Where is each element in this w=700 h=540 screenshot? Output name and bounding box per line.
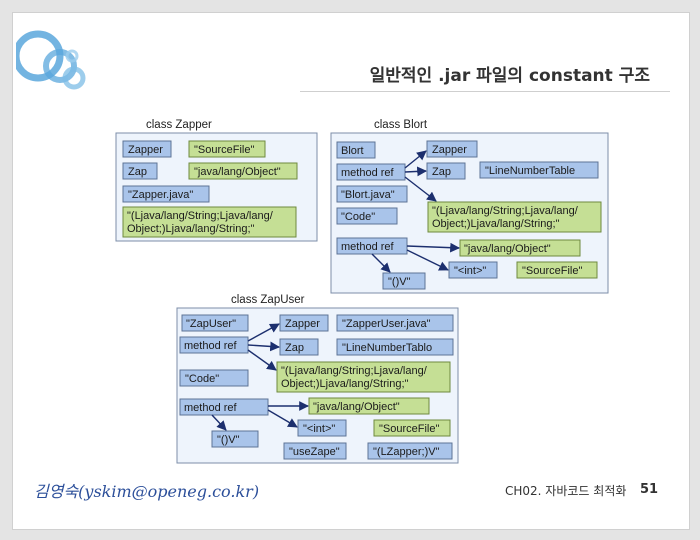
- blort-object-box: [459, 239, 581, 257]
- blort-linenumbertable-box: [479, 161, 599, 179]
- blort-java-box: [336, 185, 408, 203]
- zapperuser-java-box: [336, 314, 454, 332]
- blort-method-ref-2-label: method ref: [341, 241, 395, 253]
- zapuser-zap-box-label: Zap: [285, 342, 304, 354]
- author-signature: 김영숙(yskim@openeg.co.kr): [34, 482, 260, 501]
- zapper-java-box-label: "Zapper.java": [128, 189, 193, 201]
- blort-linenumbertable-label: "LineNumberTable: [485, 165, 575, 177]
- blort-void-box: [382, 272, 426, 290]
- object-box: [188, 162, 298, 180]
- zapuser-arrow-to-void: [211, 414, 227, 431]
- sourcefile-box: [188, 140, 266, 158]
- blort-arrow-to-zapper: [404, 150, 427, 169]
- zapuser-arrow-to-zapper: [247, 323, 280, 342]
- zapuser-zapper-box-label: Zapper: [285, 318, 320, 330]
- zapper-box: [122, 140, 172, 158]
- blort-void-box-label: "()V": [388, 276, 411, 288]
- zapuser-linenumbertable-label: "LineNumberTablo: [342, 342, 432, 354]
- zapuser-init-box-label: "<int>": [303, 423, 335, 435]
- blort-code-box: [336, 207, 398, 225]
- zapuser-code-box: [179, 369, 249, 387]
- usezap-box-label: "useZape": [289, 446, 340, 458]
- footer-chapter: CH02. 자바코드 최적화: [505, 484, 627, 498]
- blort-signature-box: [427, 201, 602, 233]
- zapuser-zap-box: [279, 338, 319, 356]
- blort-signature-line2: Object;)Ljava/lang/String;": [432, 218, 560, 230]
- blort-zapper-box: [426, 140, 478, 158]
- blort-zap-box-label: Zap: [432, 166, 451, 178]
- zapuser-arrow-to-init: [267, 409, 298, 428]
- zapuser-signature-box: [276, 361, 451, 393]
- zapuser-signature-line2: Object;)Ljava/lang/String;": [281, 378, 409, 390]
- zapuser-sourcefile-box-label: "SourceFile": [379, 423, 439, 435]
- signature-box: [122, 206, 297, 238]
- blort-arrow-to-signature: [404, 176, 437, 202]
- lzapper-box-label: "(LZapper;)V": [373, 446, 440, 458]
- class-blort-title: class Blort: [374, 119, 428, 131]
- zapuser-method-ref-1-label: method ref: [184, 340, 238, 352]
- usezap-box: [283, 442, 347, 460]
- zapuser-object-box-label: "java/lang/Object": [313, 401, 400, 413]
- blort-box-label: Blort: [341, 145, 364, 157]
- zap-box: [122, 162, 158, 180]
- blort-signature-line1: "(Ljava/lang/String;Ljava/lang/: [432, 205, 579, 217]
- lzapper-box: [367, 442, 453, 460]
- page-number: 51: [640, 482, 659, 497]
- title-divider: [300, 91, 670, 92]
- blort-zap-box: [426, 162, 466, 180]
- zapper-java-box: [122, 185, 210, 203]
- blort-box: [336, 141, 376, 159]
- blort-object-box-label: "java/lang/Object": [464, 243, 551, 255]
- blort-method-ref-1-label: method ref: [341, 167, 395, 179]
- blort-arrow-to-init: [406, 249, 449, 271]
- blort-sourcefile-box: [516, 261, 598, 279]
- zapuser-box: [181, 314, 249, 332]
- zapuser-method-ref-2: [179, 398, 269, 416]
- slide-title: 일반적인 .jar 파일의 constant 구조: [369, 66, 650, 86]
- zap-box-label: Zap: [128, 166, 147, 178]
- zapuser-void-box-label: "()V": [217, 434, 240, 446]
- blort-init-box-label: "<int>": [454, 265, 486, 277]
- zapuser-sourcefile-box: [373, 419, 451, 437]
- class-zapper-title: class Zapper: [146, 119, 212, 131]
- zapuser-box-label: "ZapUser": [186, 318, 236, 330]
- zapuser-arrow-to-signature: [247, 349, 277, 371]
- zapuser-signature-line1: "(Ljava/lang/String;Ljava/lang/: [281, 365, 428, 377]
- zapuser-void-box: [211, 430, 259, 448]
- signature-line1: "(Ljava/lang/String;Ljava/lang/: [127, 210, 274, 222]
- signature-line2: Object;)Ljava/lang/String;": [127, 223, 255, 235]
- zapperuser-java-box-label: "ZapperUser.java": [342, 318, 431, 330]
- blort-sourcefile-box-label: "SourceFile": [522, 265, 582, 277]
- blort-java-box-label: "Blort.java": [341, 189, 395, 201]
- zapper-box-label: Zapper: [128, 144, 163, 156]
- blort-arrow-to-void: [371, 253, 391, 273]
- blort-code-box-label: "Code": [341, 211, 375, 223]
- zapuser-linenumbertable-box: [336, 338, 454, 356]
- sourcefile-box-label: "SourceFile": [194, 144, 254, 156]
- zapuser-arrow-to-zap: [247, 341, 280, 352]
- blort-zapper-box-label: Zapper: [432, 144, 467, 156]
- zapuser-code-box-label: "Code": [185, 373, 219, 385]
- zapuser-method-ref-2-label: method ref: [184, 402, 238, 414]
- zapuser-init-box: [297, 419, 347, 437]
- zapuser-object-box: [308, 397, 430, 415]
- blort-arrow-to-object: [406, 242, 460, 253]
- zapuser-zapper-box: [279, 314, 329, 332]
- object-box-label: "java/lang/Object": [194, 166, 281, 178]
- class-zapuser-title: class ZapUser: [231, 294, 305, 306]
- blort-arrow-to-zap: [404, 166, 427, 177]
- circles-logo-icon: [16, 30, 86, 90]
- blort-init-box: [448, 261, 498, 279]
